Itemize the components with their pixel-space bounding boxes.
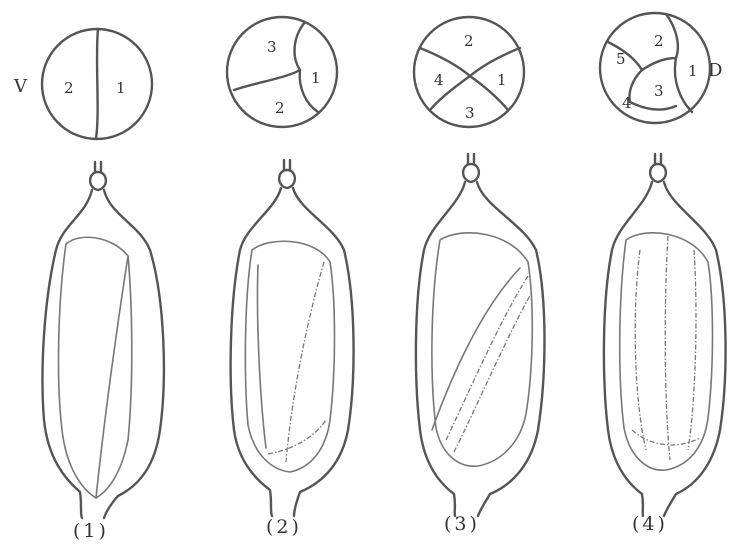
stage-1-tip [95, 162, 101, 172]
ventral-label: V [13, 76, 28, 97]
stage-3-segment-4: 4 [434, 71, 444, 89]
stage-4-tip [655, 154, 661, 164]
stage-3-segment-3: 3 [465, 104, 475, 122]
stage-4-hidden-wall-b [665, 236, 670, 460]
stage-4-neck-bulb [650, 164, 666, 182]
stage-2-caption: (2) [266, 516, 302, 538]
stage-1-segment-1: 1 [116, 79, 126, 97]
stage-4-segment-3: 3 [654, 82, 664, 100]
stage-3-neck-bulb [463, 164, 479, 182]
stage-1-left-outline [43, 190, 93, 518]
stage-3-segment-1: 1 [497, 71, 507, 89]
stage-2-segment-1: 1 [311, 69, 321, 87]
stage-3-wall-b [470, 48, 520, 76]
stage-2-segment-3: 3 [267, 38, 277, 56]
stage-1-caption: (1) [73, 520, 109, 542]
stage-4-segment-1: 1 [688, 62, 698, 80]
stage-3: 2 4 1 3 (3) [414, 17, 545, 535]
stage-2-neck-bulb [279, 170, 295, 188]
stage-4-segment-5: 5 [616, 50, 626, 68]
stage-3-sporangium [416, 154, 545, 516]
stage-2-inner-wall [257, 265, 266, 448]
stage-3-wall-a [420, 48, 470, 76]
stage-4-wall-b [666, 14, 678, 58]
stage-3-tip [468, 154, 474, 164]
stage-4-wall-f [630, 102, 676, 109]
stage-1-wall [96, 29, 98, 139]
stage-3-right-outline [477, 182, 545, 516]
stage-4-sporangium [604, 154, 726, 516]
stage-2-segment-2: 2 [275, 99, 285, 117]
stage-1-sporangium [43, 162, 164, 518]
stage-1: 2 1 (1) [42, 29, 164, 542]
stage-3-inner-wall [432, 268, 520, 430]
stage-3-caption: (3) [444, 513, 480, 535]
stage-4-segment-4: 4 [622, 94, 632, 112]
stage-3-left-outline [416, 182, 465, 516]
stage-3-hidden-wall-a [446, 276, 528, 440]
stage-3-hidden-wall-b [454, 292, 532, 452]
stage-1-neck-bulb [90, 172, 106, 190]
stage-4-cross-section: 2 5 1 3 4 [600, 13, 710, 123]
stage-1-segment-2: 2 [64, 79, 74, 97]
stage-2-hidden-base [268, 420, 326, 454]
stage-4-caption: (4) [632, 513, 668, 535]
stage-2: 3 1 2 (2) [227, 17, 354, 538]
stage-4-wall-c [642, 58, 676, 70]
stage-4-segment-2: 2 [654, 32, 664, 50]
stage-2-cross-section: 3 1 2 [227, 17, 337, 127]
stage-3-cross-section: 2 4 1 3 [414, 17, 524, 127]
stage-4-right-outline [664, 182, 726, 516]
stage-4-hidden-wall-a [635, 250, 646, 450]
stage-4-left-outline [604, 182, 652, 516]
stage-2-wall-c [234, 70, 300, 90]
stage-3-inner-cell [432, 233, 532, 466]
stage-1-inner-cell [59, 237, 132, 498]
stage-4: 2 5 1 3 4 (4) [600, 13, 726, 535]
stage-1-inner-wall [96, 256, 128, 498]
stage-2-wall-a [295, 22, 305, 70]
stage-1-cross-section: 2 1 [42, 29, 152, 139]
stage-2-tip [284, 160, 290, 170]
stage-4-hidden-wall-c [688, 250, 696, 450]
stage-2-sporangium [231, 160, 354, 516]
stage-2-hidden-wall [286, 262, 324, 462]
stage-3-segment-2: 2 [464, 32, 474, 50]
